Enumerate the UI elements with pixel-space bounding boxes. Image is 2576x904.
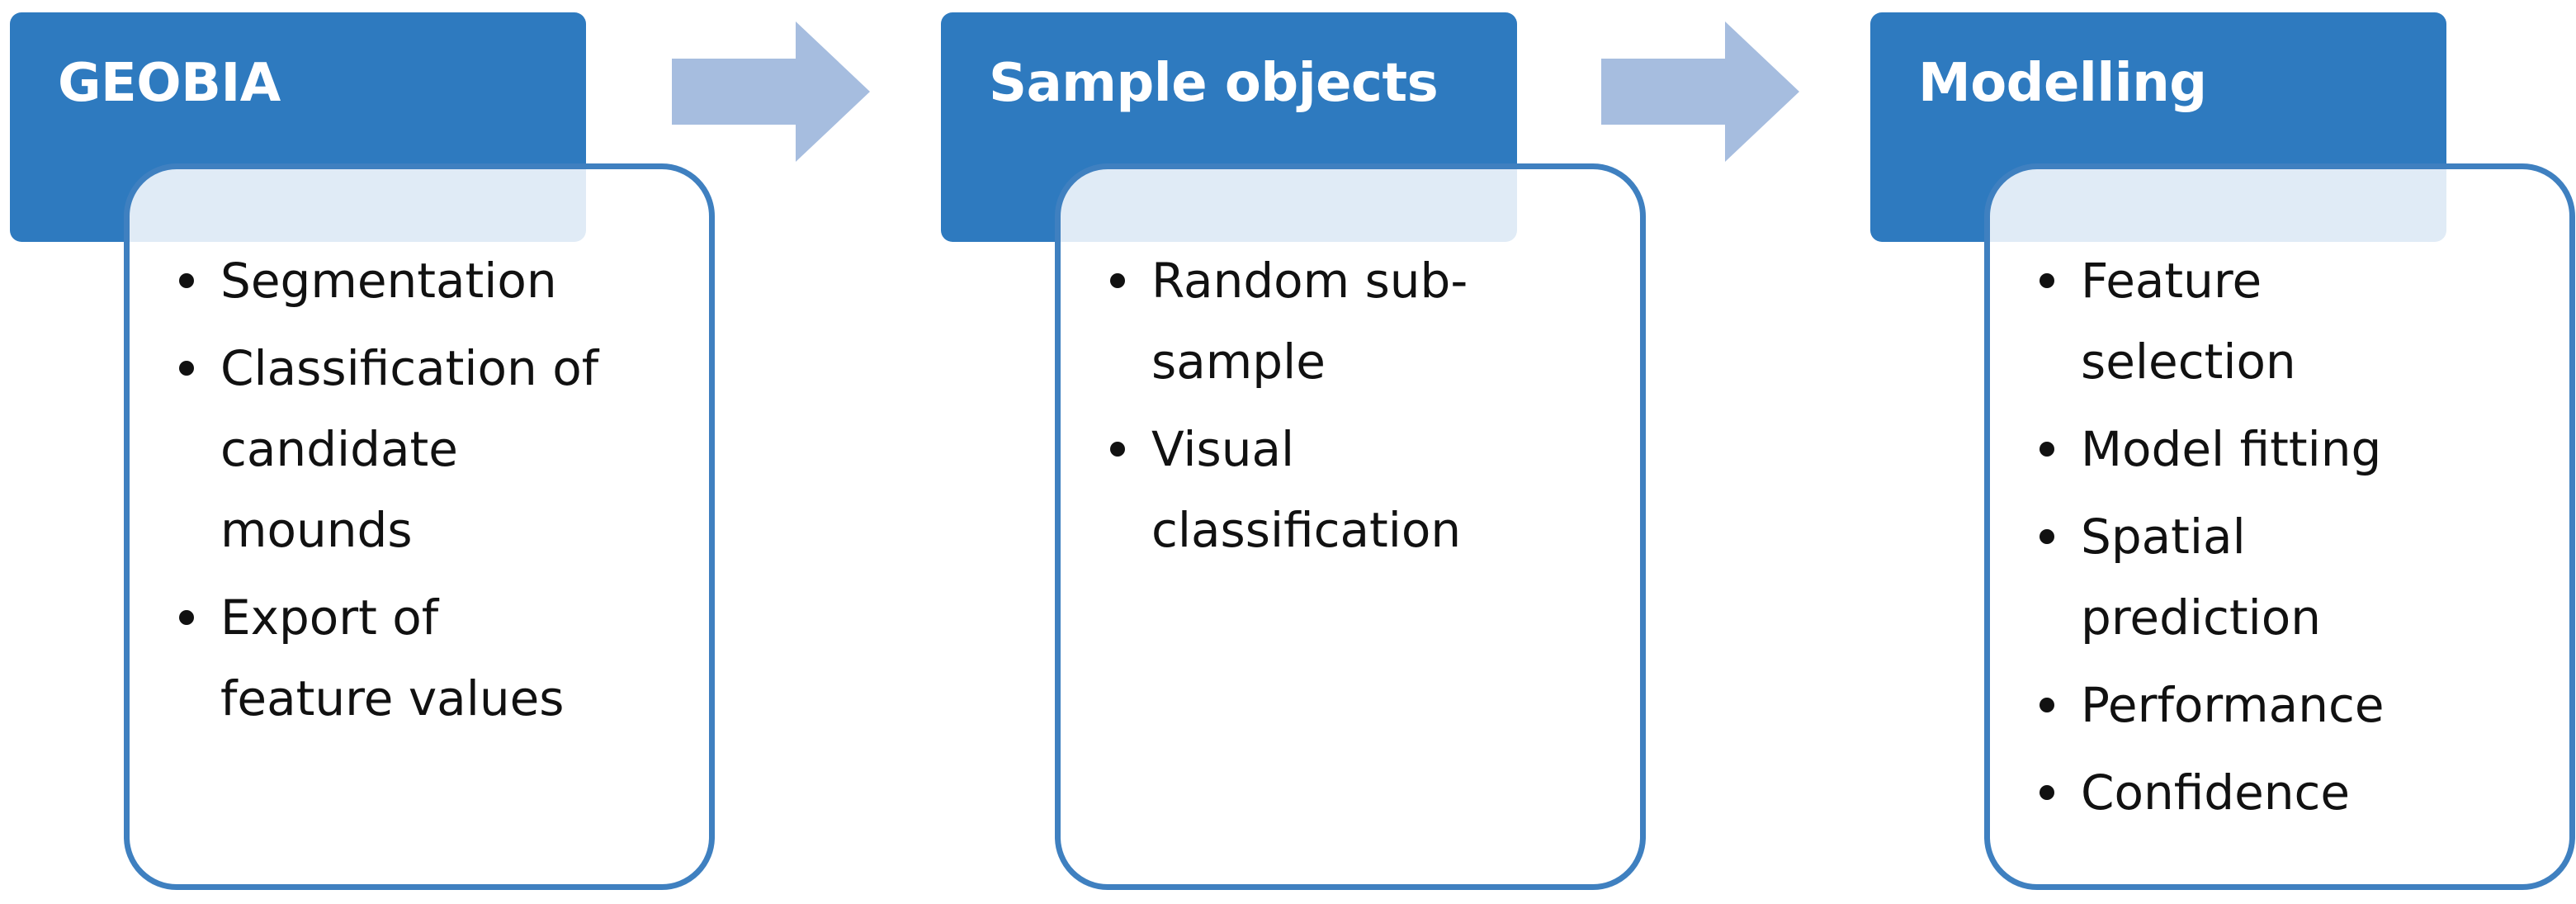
arrow-right-icon xyxy=(1601,21,1799,162)
step-modelling: Modelling Feature selection Model fittin… xyxy=(1870,0,2576,904)
bullet-item: Model fitting xyxy=(2040,409,2553,490)
bullet-item: Segmentation xyxy=(179,240,692,321)
bullet-item: Visual classification xyxy=(1110,409,1506,570)
bullet-item: Classification of candidate mounds xyxy=(179,328,600,570)
step-title: Modelling xyxy=(1918,53,2207,114)
step-sample-objects: Sample objects Random sub-sample Visual … xyxy=(941,0,1766,904)
bullet-item: Export of feature values xyxy=(179,577,600,739)
bullet-list: Feature selection Model fitting Spatial … xyxy=(2040,240,2553,833)
step-card: Random sub-sample Visual classification xyxy=(1055,163,1646,890)
bullet-list: Segmentation Classification of candidate… xyxy=(179,240,692,739)
bullet-list: Random sub-sample Visual classification xyxy=(1110,240,1624,570)
step-card: Segmentation Classification of candidate… xyxy=(124,163,715,890)
bullet-item: Confidence xyxy=(2040,752,2553,833)
step-card: Feature selection Model fitting Spatial … xyxy=(1984,163,2575,890)
bullet-item: Performance xyxy=(2040,665,2553,745)
step-title: GEOBIA xyxy=(58,53,281,114)
bullet-item: Spatial prediction xyxy=(2040,496,2403,658)
bullet-item: Feature selection xyxy=(2040,240,2403,402)
bullet-item: Random sub-sample xyxy=(1110,240,1506,402)
step-title: Sample objects xyxy=(989,53,1439,114)
arrow-right-icon xyxy=(672,21,870,162)
step-geobia: GEOBIA Segmentation Classification of ca… xyxy=(10,0,835,904)
